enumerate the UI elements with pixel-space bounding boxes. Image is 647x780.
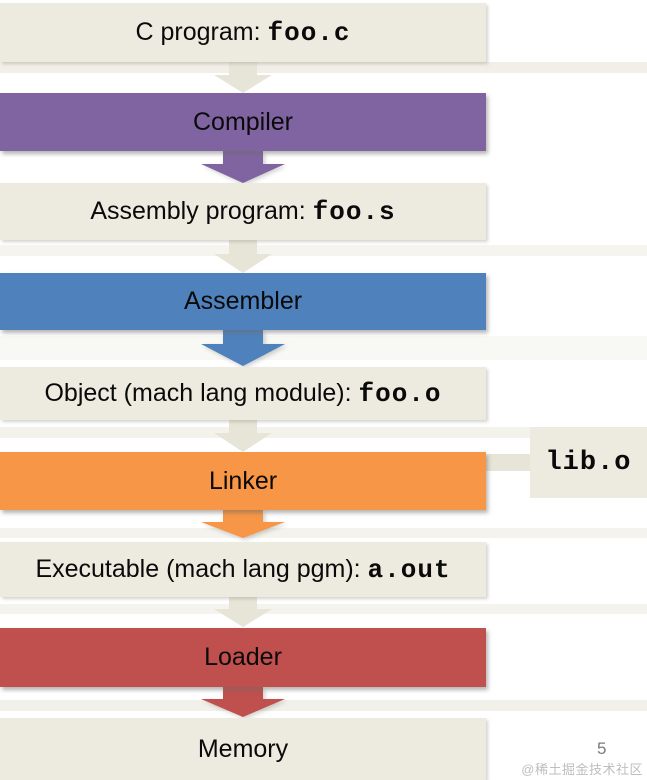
flow-box-c-program: C program: foo.c (0, 3, 486, 62)
flow-box-assembler: Assembler (0, 273, 486, 330)
flow-box-executable: Executable (mach lang pgm): a.out (0, 542, 486, 597)
down-arrow-icon (214, 240, 272, 273)
down-arrow-shape (201, 687, 285, 717)
down-arrow-shape (214, 62, 272, 93)
down-arrow-shape (201, 151, 285, 183)
filename-text: lib.o (545, 447, 632, 478)
flow-box-object-module: Object (mach lang module): foo.o (0, 367, 486, 420)
watermark-band (0, 528, 647, 538)
down-arrow-icon (201, 151, 285, 183)
down-arrow-icon (201, 687, 285, 717)
down-arrow-shape (201, 330, 285, 366)
down-arrow-shape (214, 597, 272, 627)
flow-box-label: Compiler (192, 107, 294, 136)
flow-box-label: Loader (204, 643, 282, 671)
down-arrow-icon (214, 420, 272, 452)
watermark-band (0, 245, 647, 256)
flow-box-compiler: Compiler (0, 93, 486, 151)
down-arrow-icon (214, 62, 272, 93)
flow-box-assembly-program: Assembly program: foo.s (0, 183, 486, 240)
filename-text: a.out (367, 554, 451, 585)
flow-box-label: Assembler (183, 287, 303, 315)
watermark-band (0, 62, 647, 73)
watermark-band (0, 604, 647, 614)
down-arrow-icon (201, 510, 285, 538)
flow-box-label: Linker (208, 466, 278, 495)
down-arrow-icon (214, 597, 272, 627)
watermark-band (0, 427, 647, 438)
watermark-band (0, 336, 647, 360)
libo-linker-connector (486, 454, 530, 471)
flow-box-lib-o: lib.o (530, 427, 647, 498)
down-arrow-shape (201, 510, 285, 538)
filename-text: foo.c (267, 17, 351, 48)
flow-box-label: Executable (mach lang pgm): (35, 555, 368, 583)
watermark: @稀土掘金技术社区 (521, 762, 643, 777)
down-arrow-shape (214, 420, 272, 452)
filename-text: foo.o (358, 378, 442, 409)
flow-box-label: C program: (135, 18, 268, 46)
flow-box-linker: Linker (0, 452, 486, 510)
filename-text: foo.s (312, 196, 396, 227)
page-number: 5 (597, 739, 607, 758)
flow-box-label: Memory (197, 734, 289, 763)
watermark-band (0, 700, 647, 711)
flow-box-label: Assembly program: (90, 197, 313, 225)
flow-box-loader: Loader (0, 628, 486, 687)
flow-box-memory: Memory (0, 718, 486, 780)
down-arrow-shape (214, 240, 272, 273)
flow-box-label: Object (mach lang module): (44, 379, 359, 407)
down-arrow-icon (201, 330, 285, 366)
